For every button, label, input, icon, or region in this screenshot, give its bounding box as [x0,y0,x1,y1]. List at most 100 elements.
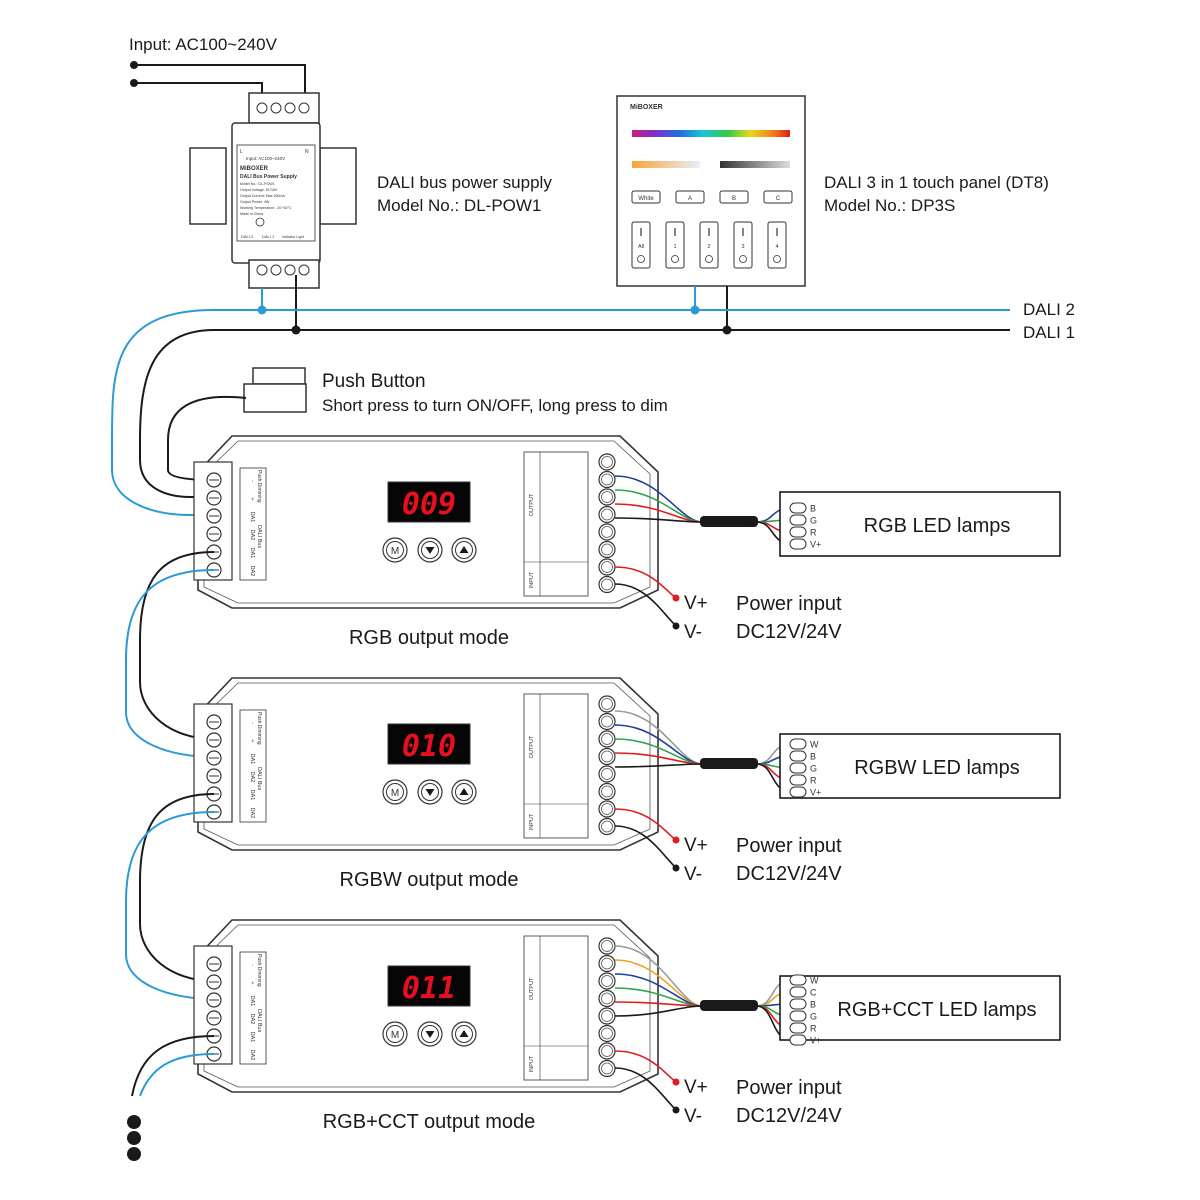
output-label: OUTPUT [529,735,535,758]
power-spec: DC12V/24V [736,621,842,643]
dali2-label: DALI 2 [1023,300,1075,319]
lamp-pin-label: R [810,776,817,786]
mode-label: RGB output mode [349,627,509,649]
pin-label: DA1 [249,548,255,559]
pin-label: + [249,739,255,742]
zone-button-label: 4 [775,244,778,250]
output-label: OUTPUT [529,977,535,1000]
up-button[interactable] [451,1021,477,1047]
output-terminal-block: OUTPUT INPUT [523,935,616,1081]
dali-bus: DALI 2 DALI 1 [111,275,1075,516]
dali1-wire [139,329,1010,498]
mode-button[interactable]: M [382,779,408,805]
brightness-slider[interactable] [720,161,790,168]
scene-button[interactable]: C [763,190,793,204]
zone-button[interactable]: 1 [665,221,685,269]
zone-button[interactable]: All [631,221,651,269]
device-spec-line: Output Current: Max 250mA [240,194,286,198]
scene-button-label: C [776,196,781,202]
up-button[interactable] [451,779,477,805]
device-dali2-label: DALI 2 [241,234,254,239]
dali-power-supply: L N Input: AC100~240V MiBOXER DALI Bus P… [189,92,357,289]
vminus-label: V- [684,622,702,643]
zone-button[interactable]: 3 [733,221,753,269]
push-button-title: Push Button [322,371,426,392]
power-supply-model: Model No.: DL-POW1 [377,196,541,215]
pin-label: + [249,497,255,500]
lamp-pin-label: V+ [810,540,821,550]
device-brand: MiBOXER [240,166,269,172]
lamp-pin-label: G [810,516,817,526]
push-dimming-label: Push Dimming [256,712,262,745]
power-supply-name: DALI bus power supply [377,173,552,192]
lamp-pin-label: R [810,1024,817,1034]
led-display [387,481,471,523]
lamp-pin-label: W [810,740,819,750]
arrow-up-icon [459,788,469,795]
dali-bus-label: DALI Bus [256,767,262,790]
scene-button-label: A [688,196,692,202]
arrow-down-icon [425,547,435,554]
device-indicator-label: Indicator Light [282,235,304,239]
scene-button[interactable]: White [631,190,661,204]
lamp-pin-label: B [810,504,816,514]
pin-label: DA1 [249,512,255,523]
lamp-pin-label: W [810,976,819,986]
touch-panel-name: DALI 3 in 1 touch panel (DT8) [824,173,1049,192]
cct-slider[interactable] [632,161,700,168]
down-button[interactable] [417,537,443,563]
push-dimming-label: Push Dimming [256,954,262,987]
down-button[interactable] [417,1021,443,1047]
zone-button-label: All [638,244,644,250]
lamp-label: RGB+CCT LED lamps [837,999,1036,1021]
push-button[interactable] [167,367,307,497]
led-display [387,723,471,765]
dali2-wire [111,309,1010,516]
ac-wire-n [134,64,306,102]
color-slider[interactable] [632,130,790,137]
pin-label: DA1 [249,1032,255,1043]
pin-label: DA2 [249,530,255,541]
pin-label: DA2 [249,566,255,577]
zone-button[interactable]: 2 [699,221,719,269]
touch-panel-model: Model No.: DP3S [824,196,955,215]
cable-sleeve [700,516,758,527]
device-title: DALI Bus Power Supply [240,174,297,180]
down-button[interactable] [417,779,443,805]
input-label: INPUT [529,1055,535,1072]
scene-button[interactable]: B [719,190,749,204]
terminal-l-label: L [240,149,243,155]
led-display [387,965,471,1007]
lamp-pin-label: V+ [810,1036,821,1046]
vplus-label: V+ [684,1077,708,1098]
mode-button[interactable]: M [382,1021,408,1047]
continuation-dots [127,1115,141,1161]
ac-input: Input: AC100~240V [129,35,306,102]
mode-button[interactable]: M [382,537,408,563]
up-button[interactable] [451,537,477,563]
power-spec: DC12V/24V [736,863,842,885]
scene-button[interactable]: A [675,190,705,204]
vminus-label: V- [684,864,702,885]
dali-chain-wires [131,1035,215,1097]
cable-sleeve [700,758,758,769]
lamp-pin-label: C [810,988,817,998]
zone-button[interactable]: 4 [767,221,787,269]
ac-wire-l [134,82,263,102]
dali-chain-wires [125,793,215,1000]
arrow-up-icon [459,1030,469,1037]
vplus-label: V+ [684,835,708,856]
pin-label: DA2 [249,1050,255,1061]
arrow-up-icon [459,546,469,553]
lamp-pin-label: V+ [810,788,821,798]
